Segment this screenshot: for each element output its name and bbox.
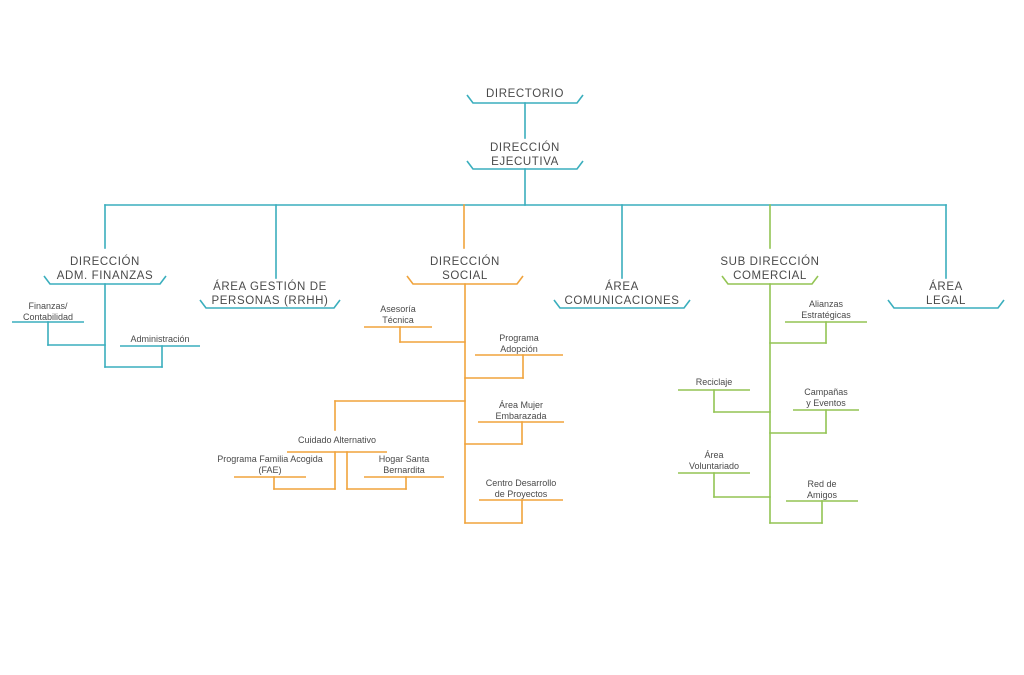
node-label-line: Cuidado Alternativo (298, 435, 376, 445)
node-label-line: DIRECCIÓN (430, 255, 500, 268)
node-bracket (199, 299, 341, 309)
node-label-line: (FAE) (258, 465, 281, 475)
node-bracket (406, 275, 524, 285)
node-label-line: COMUNICACIONES (564, 295, 679, 307)
node-label-line: Área (704, 450, 723, 460)
node-label-line: ADM. FINANZAS (57, 270, 154, 282)
node-bracket (43, 275, 167, 285)
node-label-line: ÁREA (929, 280, 963, 293)
node-administracion: Administración (120, 334, 200, 347)
node-direccion-ejecutiva: DIRECCIÓN EJECUTIVA (466, 141, 584, 170)
node-label-line: ÁREA GESTIÓN DE (213, 280, 327, 293)
node-bracket (553, 299, 691, 309)
node-label-line: PERSONAS (RRHH) (212, 295, 329, 307)
node-label-line: Finanzas/ (28, 301, 68, 311)
node-label-line: Voluntariado (689, 461, 739, 471)
node-label-line: Adopción (500, 344, 538, 354)
node-label-line: Bernardita (383, 465, 425, 475)
node-label-line: COMERCIAL (733, 270, 807, 282)
node-label-line: Reciclaje (696, 377, 733, 387)
org-nodes: DIRECTORIO DIRECCIÓN EJECUTIVA DIRECCIÓN ADM… (12, 88, 1005, 502)
node-label-line: ÁREA (605, 280, 639, 293)
node-label-line: LEGAL (926, 295, 966, 307)
node-bracket (466, 160, 584, 170)
node-bracket (887, 299, 1005, 309)
node-label-line: DIRECCIÓN (490, 141, 560, 154)
node-area-gestion-personas: ÁREA GESTIÓN DE PERSONAS (RRHH) (199, 280, 341, 309)
node-label-line: Embarazada (495, 411, 546, 421)
node-label-line: DIRECTORIO (486, 88, 564, 100)
node-directorio: DIRECTORIO (466, 88, 584, 104)
node-label-line: Administración (130, 334, 189, 344)
node-programa-familia-acogida: Programa Familia Acogida(FAE) (217, 454, 323, 478)
node-direccion-adm-finanzas: DIRECCIÓN ADM. FINANZAS (43, 255, 167, 285)
node-label-line: EJECUTIVA (491, 156, 559, 168)
node-label-line: de Proyectos (495, 489, 548, 499)
node-label-line: Estratégicas (801, 310, 851, 320)
node-label-line: Contabilidad (23, 312, 73, 322)
node-finanzas-contabilidad: Finanzas/Contabilidad (12, 301, 84, 323)
node-label-line: Amigos (807, 490, 838, 500)
node-label-line: Asesoría (380, 304, 416, 314)
node-label-line: Programa Familia Acogida (217, 454, 323, 464)
node-area-comunicaciones: ÁREA COMUNICACIONES (553, 280, 691, 309)
node-label-line: Red de (807, 479, 836, 489)
node-bracket (466, 94, 584, 104)
connector-lines (47, 102, 947, 524)
node-reciclaje: Reciclaje (678, 377, 750, 391)
node-label-line: Área Mujer (499, 400, 543, 410)
node-direccion-social: DIRECCIÓN SOCIAL (406, 255, 524, 285)
node-label-line: SOCIAL (442, 270, 488, 282)
node-sub-direccion-comercial: SUB DIRECCIÓN COMERCIAL (720, 255, 819, 285)
node-label-line: SUB DIRECCIÓN (720, 255, 819, 268)
node-area-legal: ÁREA LEGAL (887, 280, 1005, 309)
node-label-line: Técnica (382, 315, 414, 325)
node-label-line: Campañas (804, 387, 848, 397)
node-label-line: Centro Desarrollo (486, 478, 557, 488)
node-label-line: DIRECCIÓN (70, 255, 140, 268)
node-label-line: Hogar Santa (379, 454, 430, 464)
node-label-line: Alianzas (809, 299, 844, 309)
node-cuidado-alternativo: Cuidado Alternativo (287, 435, 387, 453)
node-label-line: y Eventos (806, 398, 846, 408)
node-label-line: Programa (499, 333, 539, 343)
node-bracket (721, 275, 819, 285)
